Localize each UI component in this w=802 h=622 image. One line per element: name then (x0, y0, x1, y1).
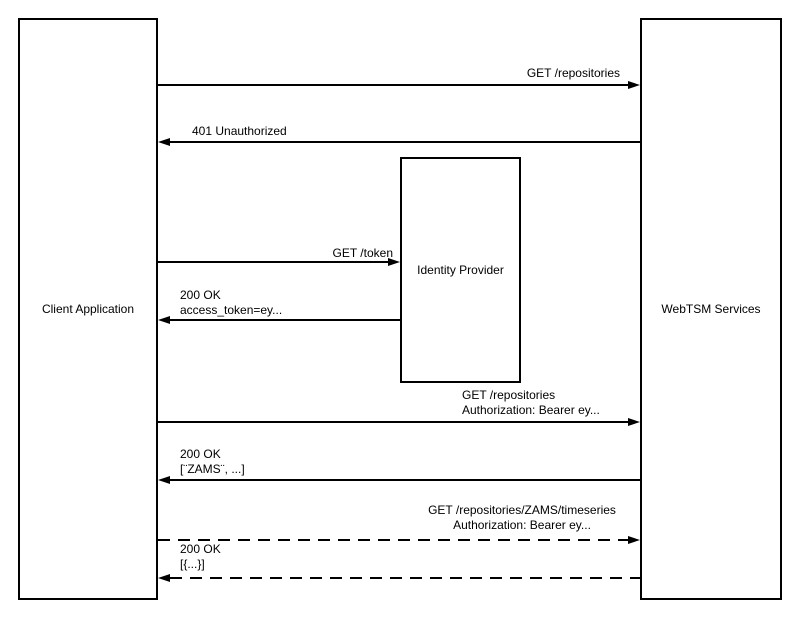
message-3-line (158, 261, 388, 263)
arrowhead-left-icon (158, 316, 170, 324)
actor-label: WebTSM Services (661, 302, 761, 316)
arrowhead-left-icon (158, 574, 170, 582)
message-8-line1: 200 OK (180, 542, 221, 556)
message-7-line (158, 539, 628, 541)
message-6-label: 200 OK [¨ZAMS¨, ...] (180, 447, 245, 477)
arrowhead-right-icon (628, 536, 640, 544)
message-4-line1: 200 OK (180, 288, 221, 302)
actor-label: Identity Provider (417, 263, 504, 277)
arrowhead-right-icon (388, 258, 400, 266)
message-6-line1: 200 OK (180, 447, 221, 461)
message-3-line1: GET /token (332, 246, 393, 260)
message-5-line (158, 421, 628, 423)
message-2-line (170, 141, 640, 143)
message-8-line (170, 577, 640, 579)
message-1-line (158, 84, 628, 86)
message-6-line2: [¨ZAMS¨, ...] (180, 462, 245, 476)
message-7-line1: GET /repositories/ZAMS/timeseries (428, 503, 616, 517)
actor-webtsm-services: WebTSM Services (640, 18, 782, 600)
message-1-line1: GET /repositories (526, 66, 620, 80)
message-3-label: GET /token (158, 246, 393, 261)
message-8-line2: [{...}] (180, 557, 205, 571)
message-4-label: 200 OK access_token=ey... (180, 288, 282, 318)
arrowhead-right-icon (628, 81, 640, 89)
arrowhead-left-icon (158, 476, 170, 484)
actor-identity-provider: Identity Provider (400, 157, 521, 383)
message-4-line (170, 319, 400, 321)
message-8-label: 200 OK [{...}] (180, 542, 221, 572)
message-2-label: 401 Unauthorized (192, 124, 287, 139)
actor-client-application: Client Application (18, 18, 158, 600)
message-5-line1: GET /repositories (462, 388, 556, 402)
message-7-line2: Authorization: Bearer ey... (453, 518, 591, 532)
message-1-label: GET /repositories (158, 66, 620, 81)
message-6-line (170, 479, 640, 481)
message-7-label: GET /repositories/ZAMS/timeseries Author… (362, 503, 682, 533)
message-2-line1: 401 Unauthorized (192, 124, 287, 138)
message-4-line2: access_token=ey... (180, 303, 283, 317)
message-5-line2: Authorization: Bearer ey... (462, 403, 600, 417)
message-5-label: GET /repositories Authorization: Bearer … (462, 388, 600, 418)
arrowhead-left-icon (158, 138, 170, 146)
arrowhead-right-icon (628, 418, 640, 426)
actor-label: Client Application (41, 302, 135, 316)
